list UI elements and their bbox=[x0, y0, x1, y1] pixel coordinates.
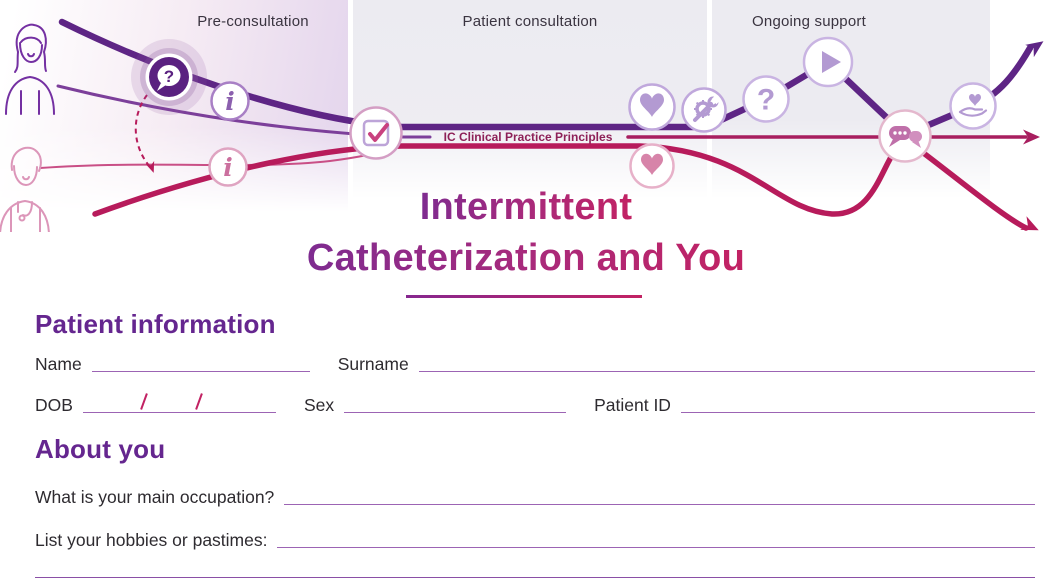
name-label: Name bbox=[35, 354, 82, 374]
svg-text:?: ? bbox=[164, 67, 174, 86]
dashed-connector-line bbox=[134, 94, 152, 169]
patient-figure-icon bbox=[5, 23, 55, 115]
question-icon: ? bbox=[742, 75, 790, 123]
document-title-line2: Catheterization and You bbox=[306, 237, 746, 279]
sex-field[interactable] bbox=[344, 411, 567, 413]
heart-icon-clinician bbox=[629, 143, 675, 189]
heart-icon-patient bbox=[628, 83, 676, 131]
form-row-name-surname: Name Surname bbox=[35, 350, 1035, 374]
info-icon-patient: i bbox=[210, 81, 250, 121]
hobbies-continuation-field[interactable] bbox=[35, 577, 1035, 578]
patient-id-field[interactable] bbox=[680, 411, 1035, 413]
play-icon bbox=[802, 36, 854, 88]
title-divider bbox=[406, 295, 642, 298]
patient-journey-line bbox=[58, 18, 1034, 139]
name-field[interactable] bbox=[91, 370, 310, 372]
dob-field[interactable] bbox=[82, 393, 276, 413]
hand-heart-icon bbox=[949, 82, 997, 130]
form-row-occupation: What is your main occupation? bbox=[35, 483, 1035, 507]
document-title-line1: Intermittent bbox=[419, 186, 633, 228]
clinician-figure-icon bbox=[0, 146, 50, 232]
hobbies-field[interactable] bbox=[277, 546, 1035, 548]
dob-label: DOB bbox=[35, 395, 73, 415]
date-separator bbox=[140, 393, 148, 410]
stage-label-ongoing-support: Ongoing support bbox=[752, 13, 866, 30]
journey-diagram: IC Clinical Practice Principles bbox=[0, 18, 1044, 232]
tools-icon bbox=[681, 87, 727, 133]
svg-text:i: i bbox=[225, 87, 235, 116]
journey-header: IC Clinical Practice Principles bbox=[0, 0, 1052, 232]
patient-id-label: Patient ID bbox=[594, 395, 671, 415]
checklist-icon bbox=[349, 106, 403, 160]
hobbies-label: List your hobbies or pastimes: bbox=[35, 530, 268, 550]
sex-label: Sex bbox=[303, 395, 335, 415]
center-line-label: IC Clinical Practice Principles bbox=[444, 130, 613, 144]
arrow-bottom-right-icon bbox=[1020, 216, 1039, 231]
form-row-dob-sex-id: DOB Sex Patient ID bbox=[35, 391, 1035, 415]
date-separator bbox=[195, 393, 203, 410]
about-you-heading: About you bbox=[35, 434, 166, 464]
info-icon-clinician: i bbox=[208, 147, 248, 187]
svg-text:i: i bbox=[223, 153, 233, 182]
occupation-field[interactable] bbox=[284, 503, 1035, 505]
stage-label-pre-consultation: Pre-consultation bbox=[197, 13, 309, 30]
arrow-top-right-icon bbox=[1025, 41, 1044, 58]
clinician-journey-line bbox=[92, 137, 1029, 231]
occupation-label: What is your main occupation? bbox=[35, 487, 275, 507]
stage-label-patient-consultation: Patient consultation bbox=[462, 13, 598, 30]
chat-icon bbox=[878, 109, 932, 163]
question-bubble-icon: ? bbox=[131, 39, 207, 115]
svg-text:?: ? bbox=[757, 84, 775, 117]
patient-information-heading: Patient information bbox=[35, 309, 276, 339]
surname-label: Surname bbox=[337, 354, 409, 374]
arrow-middle-right-icon bbox=[1023, 129, 1040, 145]
dashed-arrowhead-icon bbox=[145, 161, 155, 173]
form-row-hobbies: List your hobbies or pastimes: bbox=[35, 526, 1035, 550]
surname-field[interactable] bbox=[418, 370, 1035, 372]
